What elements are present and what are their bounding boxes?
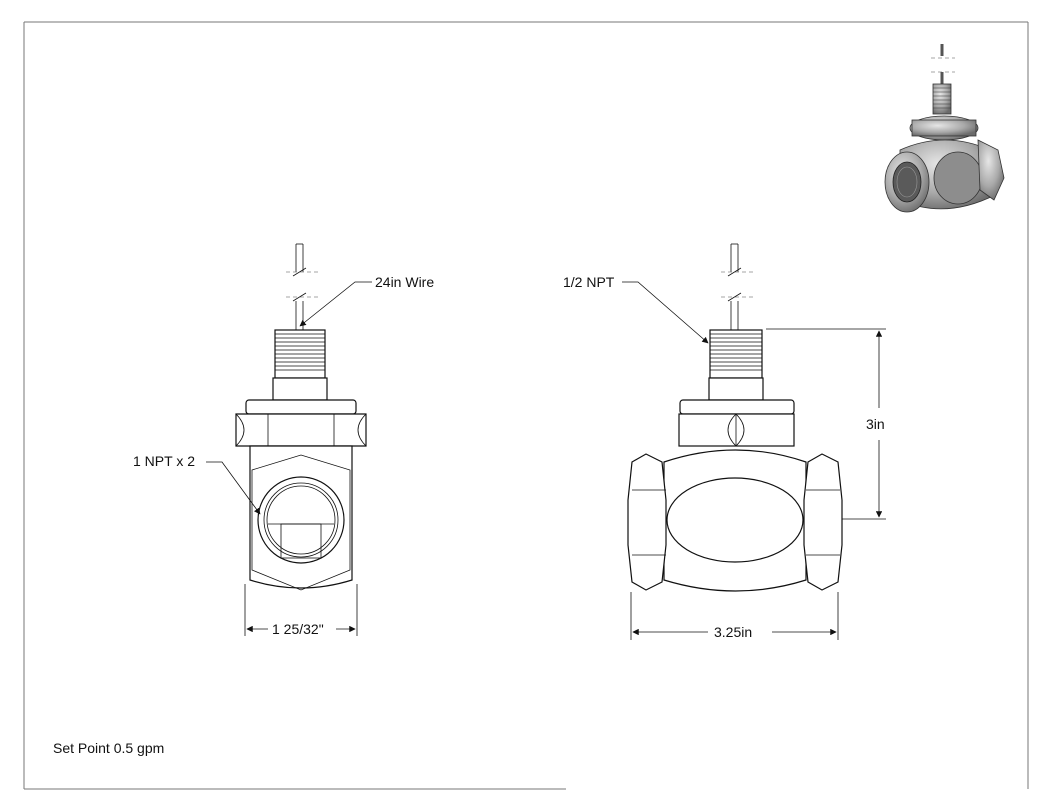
front-width-dimension	[244, 584, 358, 636]
wire-label: 24in Wire	[375, 274, 434, 290]
wire-side	[721, 243, 753, 330]
valve-body-side	[627, 449, 843, 592]
npt-side-label: 1 NPT x 2	[133, 453, 195, 469]
threaded-stem-front	[272, 329, 328, 401]
side-width-dimension	[630, 592, 839, 640]
side-width-label: 3.25in	[714, 624, 752, 640]
hex-nut-side	[678, 399, 795, 447]
height-dimension	[766, 328, 886, 520]
height-label: 3in	[866, 416, 885, 432]
isometric-view	[884, 44, 1005, 213]
wire-leader	[299, 281, 372, 327]
npt-top-label: 1/2 NPT	[563, 274, 615, 290]
wire-front	[286, 243, 318, 330]
sheet-border	[23, 21, 1029, 790]
front-view	[206, 243, 372, 636]
front-width-label: 1 25/32"	[272, 621, 324, 637]
side-view	[622, 243, 886, 640]
set-point-note: Set Point 0.5 gpm	[53, 740, 164, 756]
valve-body-front	[249, 445, 353, 591]
npt-side-leader	[206, 461, 261, 515]
hex-nut-front	[235, 399, 367, 447]
threaded-stem-side	[708, 329, 764, 401]
npt-top-leader	[622, 281, 709, 344]
